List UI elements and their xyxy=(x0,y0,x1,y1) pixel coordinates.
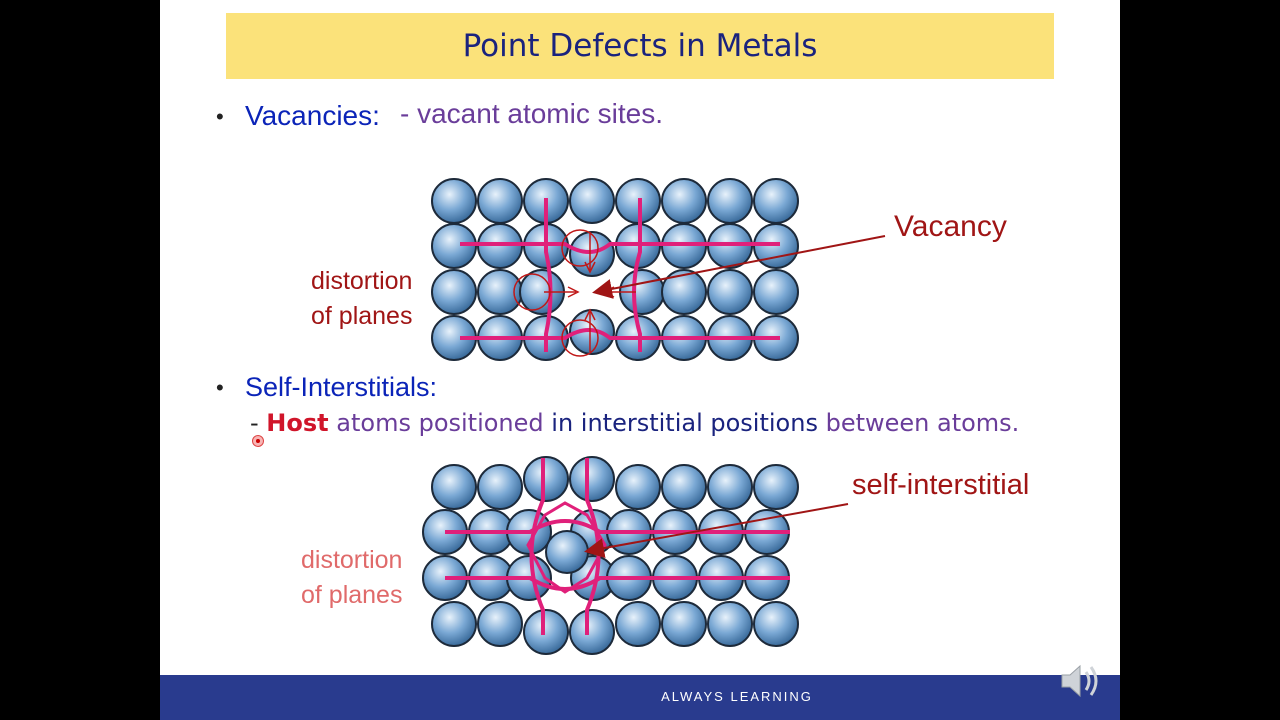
atom xyxy=(431,178,477,224)
interstitial-atom xyxy=(545,530,589,574)
speaker-icon[interactable] xyxy=(1058,660,1106,702)
vacancy-distortion-line2: of planes xyxy=(311,302,413,330)
desc-vacancies: - vacant atomic sites. xyxy=(400,98,663,129)
atom xyxy=(661,178,707,224)
atom xyxy=(523,609,569,655)
vacancy-label: Vacancy xyxy=(894,210,1007,243)
atom xyxy=(569,178,615,224)
atom xyxy=(477,601,523,647)
atom xyxy=(569,231,615,277)
bullet-self-interstitials: • xyxy=(216,375,224,400)
interstitial-distortion-line2: of planes xyxy=(301,581,403,609)
atom xyxy=(661,601,707,647)
atom xyxy=(707,269,753,315)
interstitial-distortion-label: distortion of planes xyxy=(301,543,402,613)
atom xyxy=(477,178,523,224)
atom xyxy=(615,464,661,510)
vacancy-diagram xyxy=(422,178,886,655)
slide-title: Point Defects in Metals xyxy=(462,28,818,64)
atom xyxy=(569,609,615,655)
vacancy-atom-grid xyxy=(431,178,799,361)
slide: Point Defects in Metals • Vacancies: - v… xyxy=(160,0,1120,720)
vacancy-distortion-arrows xyxy=(513,229,636,357)
vacancy-distortion-label: distortion of planes xyxy=(311,264,412,334)
bullet-vacancies: • xyxy=(216,104,224,129)
vacancy-distortion-line1: distortion xyxy=(311,267,413,295)
interstitial-pointer-arrow xyxy=(584,503,849,558)
atom xyxy=(431,464,477,510)
atom xyxy=(569,456,615,502)
desc-text3: between atoms. xyxy=(817,409,1020,437)
desc-text1: atoms positioned xyxy=(328,409,552,437)
atom xyxy=(753,269,799,315)
atom xyxy=(753,178,799,224)
self-interstitials-description: - Host atoms positioned in interstitial … xyxy=(250,409,1019,437)
cursor-dot xyxy=(256,439,260,443)
atom xyxy=(523,456,569,502)
atom xyxy=(477,269,523,315)
vacancy-pointer-arrow xyxy=(592,235,886,299)
footer-bar: ALWAYS LEARNING xyxy=(160,675,1120,720)
atom xyxy=(753,464,799,510)
footer-text: ALWAYS LEARNING xyxy=(661,689,813,704)
term-vacancies: Vacancies: xyxy=(245,100,380,131)
atom xyxy=(431,269,477,315)
interstitial-atom-grid xyxy=(422,456,799,655)
atom xyxy=(707,601,753,647)
interstitial-plane-lines xyxy=(445,458,790,635)
atom xyxy=(615,601,661,647)
cursor-indicator xyxy=(252,435,264,447)
atom xyxy=(477,464,523,510)
atom xyxy=(707,178,753,224)
title-bar: Point Defects in Metals xyxy=(226,13,1054,79)
interstitial-distortion-line1: distortion xyxy=(301,546,403,574)
atom xyxy=(707,464,753,510)
atom xyxy=(431,601,477,647)
desc-host: Host xyxy=(266,409,329,437)
atom xyxy=(753,601,799,647)
interstitial-label: self-interstitial xyxy=(852,469,1030,501)
atom xyxy=(661,269,707,315)
atom xyxy=(661,464,707,510)
desc-dash: - xyxy=(250,409,267,437)
term-self-interstitials: Self-Interstitials: xyxy=(245,372,438,402)
desc-text2: in interstitial positions xyxy=(551,409,818,437)
